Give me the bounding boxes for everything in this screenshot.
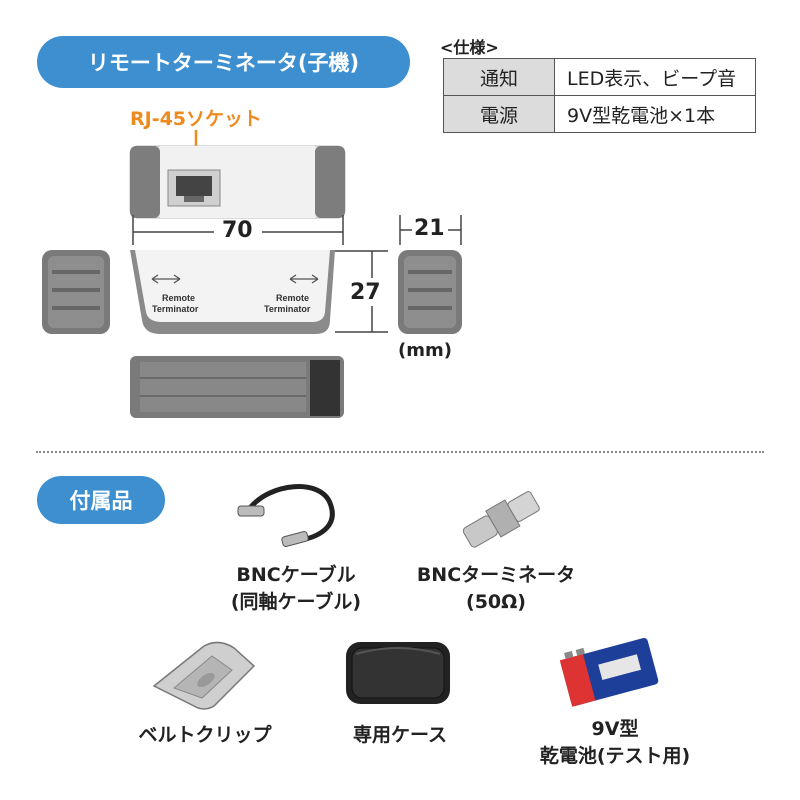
dimension-height: 27 bbox=[350, 280, 381, 305]
spec-row: 電源 9V型乾電池×1本 bbox=[443, 95, 756, 133]
device-label-left-1: Remote bbox=[162, 293, 195, 303]
accessories-title-text: 付属品 bbox=[69, 489, 133, 513]
caption-line: BNCターミネータ bbox=[416, 564, 576, 586]
dimension-depth: 21 bbox=[414, 216, 445, 241]
depth-dimension-line bbox=[399, 215, 462, 245]
caption-line: (50Ω) bbox=[466, 591, 526, 613]
spec-value: 9V型乾電池×1本 bbox=[554, 95, 756, 133]
carry-case-image bbox=[346, 642, 450, 704]
device-label-right-2: Terminator bbox=[264, 304, 311, 314]
caption-line: BNCケーブル bbox=[236, 564, 356, 586]
dimension-width: 70 bbox=[222, 218, 253, 243]
caption-line: ベルトクリップ bbox=[138, 724, 272, 746]
section-title-accessories: 付属品 bbox=[37, 476, 165, 524]
spec-table: 通知 LED表示、ビープ音 電源 9V型乾電池×1本 bbox=[443, 58, 756, 133]
rj45-callout-label: RJ-45ソケット bbox=[130, 108, 263, 130]
caption-line: 乾電池(テスト用) bbox=[539, 745, 691, 767]
device-label-left-2: Terminator bbox=[152, 304, 199, 314]
spec-heading: <仕様> bbox=[440, 38, 499, 57]
accessory-caption-bnc-cable: BNCケーブル (同軸ケーブル) bbox=[196, 562, 396, 616]
bnc-terminator-image bbox=[462, 491, 540, 548]
caption-line: 9V型 bbox=[591, 718, 639, 740]
section-divider bbox=[36, 451, 764, 453]
device-top-view bbox=[129, 145, 346, 219]
width-dimension-line bbox=[132, 215, 344, 245]
caption-line: (同軸ケーブル) bbox=[230, 591, 362, 613]
device-label-right-1: Remote bbox=[276, 293, 309, 303]
spec-key: 電源 bbox=[443, 95, 555, 133]
belt-clip-image bbox=[152, 641, 256, 710]
device-left-end-view bbox=[42, 250, 110, 334]
accessory-caption-battery: 9V型 乾電池(テスト用) bbox=[505, 716, 725, 770]
bnc-cable-image bbox=[237, 484, 335, 548]
battery-image bbox=[559, 638, 659, 707]
device-bottom-view bbox=[130, 356, 344, 418]
section-title-remote-terminator: リモートターミネータ(子機) bbox=[37, 36, 410, 88]
device-front-view: Remote Terminator Remote Terminator bbox=[130, 250, 335, 334]
spec-key: 通知 bbox=[443, 58, 555, 96]
accessory-caption-belt-clip: ベルトクリップ bbox=[105, 722, 305, 749]
spec-row: 通知 LED表示、ビープ音 bbox=[443, 58, 756, 96]
height-dimension-line bbox=[335, 250, 388, 333]
spec-value: LED表示、ビープ音 bbox=[554, 58, 756, 96]
caption-line: 専用ケース bbox=[352, 724, 448, 746]
device-illustration: Remote Terminator Remote Terminator bbox=[42, 130, 462, 418]
device-right-end-view bbox=[398, 250, 462, 334]
accessory-caption-bnc-terminator: BNCターミネータ (50Ω) bbox=[396, 562, 596, 616]
dimension-unit: (mm) bbox=[398, 340, 452, 361]
accessory-caption-case: 専用ケース bbox=[300, 722, 500, 749]
section-title-text: リモートターミネータ(子機) bbox=[87, 51, 360, 75]
